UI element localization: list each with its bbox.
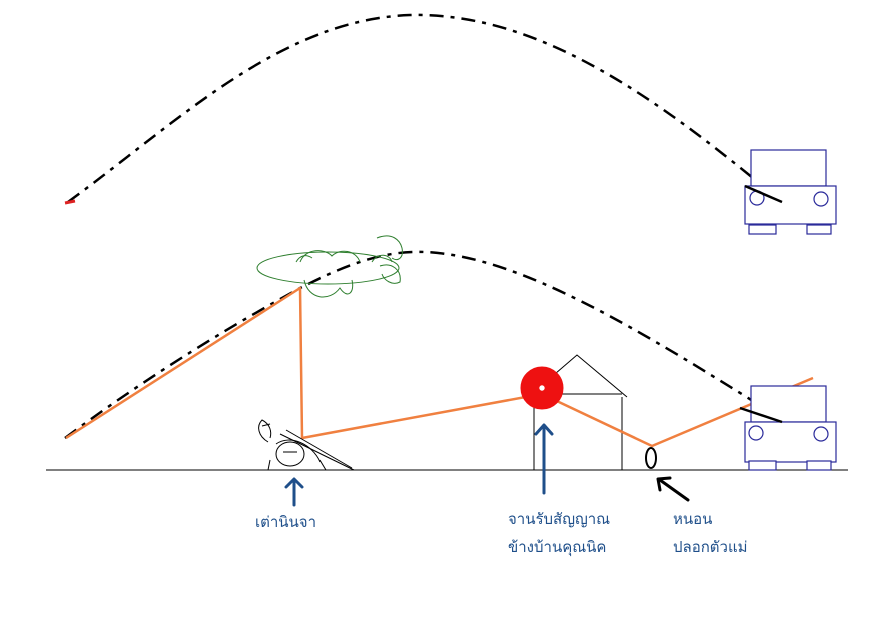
bottom-trajectory-tail	[739, 406, 783, 424]
bottom-trajectory	[64, 250, 781, 440]
decoy-pointer-arrow	[656, 476, 690, 502]
dish-pointer-arrow	[534, 423, 554, 495]
ring-icon	[645, 447, 657, 469]
decoy-label-line2: ปลอกตัวแม่	[673, 538, 748, 556]
relay-path	[65, 286, 814, 448]
turtle-label: เต่านินจา	[255, 513, 317, 531]
turtle-icon	[258, 419, 355, 471]
receiver-label-line2: ข้างบ้านคุณนิค	[508, 538, 607, 556]
receiver-label-line1: จานรับสัญญาณ	[508, 510, 611, 528]
airship-icon	[256, 235, 403, 298]
dish-center	[539, 385, 545, 391]
top-trajectory	[67, 13, 783, 204]
top-trajectory-tail	[744, 184, 783, 204]
launch-marker	[64, 199, 76, 205]
turtle-pointer-arrow	[284, 477, 304, 507]
decoy-label-line1: หนอน	[673, 510, 713, 528]
truck-icon	[744, 385, 837, 471]
